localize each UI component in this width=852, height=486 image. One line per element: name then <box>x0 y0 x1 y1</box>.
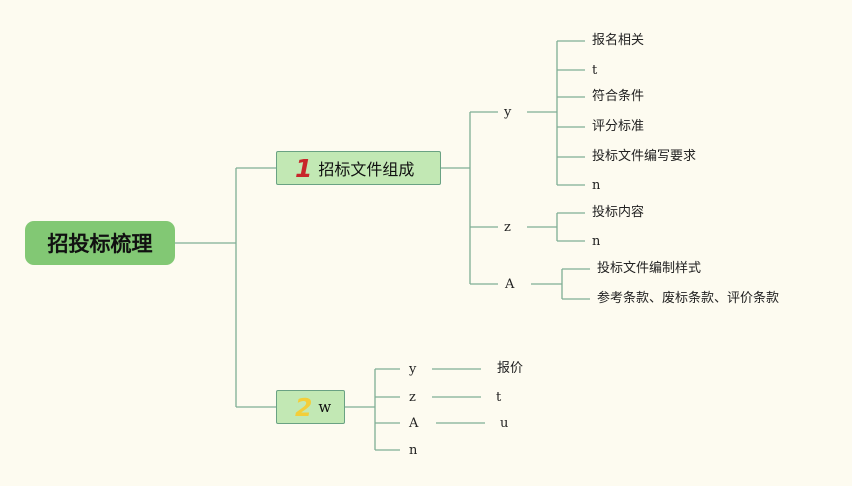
leaf-node[interactable]: 评分标准 <box>592 119 645 134</box>
leaf-node[interactable]: 投标内容 <box>592 205 645 220</box>
leaf-node[interactable]: 投标文件编制样式 <box>597 261 702 276</box>
branch2-leaf[interactable]: t <box>496 390 502 405</box>
connector-branch2 <box>345 368 400 451</box>
connector-group-a <box>531 268 590 300</box>
branch2-leaf[interactable]: u <box>500 416 509 431</box>
branch2-item-y[interactable]: y <box>409 362 417 377</box>
leaf-node[interactable]: t <box>592 63 598 78</box>
leaf-node[interactable]: 符合条件 <box>592 89 645 104</box>
connector-group-y <box>527 40 585 186</box>
branch-number-1: 1 <box>295 153 313 183</box>
leaf-node[interactable]: 参考条款、废标条款、评价条款 <box>597 291 780 306</box>
connector-group-z <box>527 212 585 242</box>
leaf-node[interactable]: n <box>592 178 601 193</box>
connector-root-trunk <box>175 167 276 408</box>
branch2-leaf[interactable]: 报价 <box>497 361 524 376</box>
leaf-node[interactable]: 投标文件编写要求 <box>592 149 697 164</box>
branch-node-1[interactable]: 1 招标文件组成 <box>276 151 441 185</box>
branch2-item-a[interactable]: A <box>409 416 419 431</box>
branch-number-2: 2 <box>295 392 313 422</box>
root-node[interactable]: 招投标梳理 <box>25 221 175 265</box>
branch2-item-z[interactable]: z <box>409 390 416 405</box>
branch2-item-n[interactable]: n <box>409 443 418 458</box>
connector-branch1 <box>441 111 498 285</box>
group-node-y[interactable]: y <box>504 105 512 120</box>
connector-branch2-leaves <box>432 368 485 424</box>
leaf-node[interactable]: 报名相关 <box>592 33 645 48</box>
group-node-z[interactable]: z <box>504 220 511 235</box>
branch-node-2[interactable]: 2 w <box>276 390 345 424</box>
branch-label-1: 招标文件组成 <box>318 160 415 179</box>
branch-label-2: w <box>318 398 332 416</box>
root-label: 招投标梳理 <box>47 232 153 256</box>
group-node-a[interactable]: A <box>505 277 515 292</box>
leaf-node[interactable]: n <box>592 234 601 249</box>
